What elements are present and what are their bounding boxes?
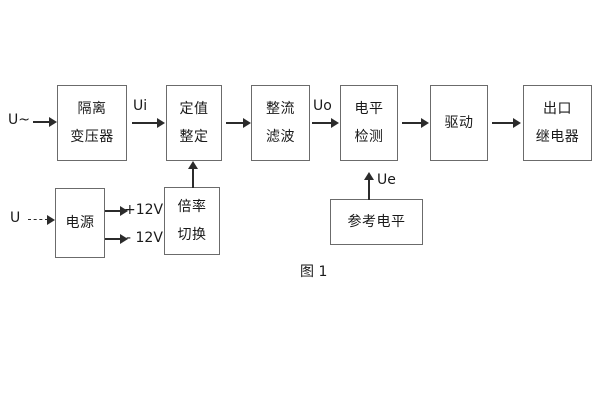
arrow-power-supply-rail-negative	[105, 234, 129, 244]
arrow-head	[120, 234, 128, 244]
arrow-head	[188, 161, 198, 169]
arrow-shaft	[492, 122, 514, 124]
rail-negative-12v-label: - 12V	[126, 230, 163, 246]
signal-uo-label: Uo	[313, 98, 332, 114]
block-reference-level-line1: 参考电平	[347, 214, 406, 230]
block-rectifier-filter-line1: 整流	[266, 101, 295, 117]
rail-positive-12v-label: +12V	[124, 202, 164, 218]
block-level-detection-line1: 电平	[354, 101, 384, 117]
block-rectifier-filter-line2: 滤波	[266, 129, 295, 145]
arrow-head	[157, 118, 165, 128]
arrow-input-to-isolation-transformer	[33, 117, 57, 127]
input-signal-u-label: U	[10, 210, 21, 226]
block-drive[interactable]: 驱动	[430, 85, 488, 161]
arrow-shaft	[33, 121, 50, 123]
block-level-detection-line2: 检测	[354, 129, 384, 145]
arrow-head	[47, 215, 55, 225]
block-isolation-transformer-line2: 变压器	[70, 129, 114, 145]
arrow-head	[513, 118, 521, 128]
arrow-head	[364, 172, 374, 180]
figure-caption: 图 1	[300, 264, 328, 280]
arrow-shaft	[226, 122, 244, 124]
arrow-shaft	[105, 238, 121, 240]
block-multiplier-switch-line1: 倍率	[177, 199, 207, 215]
block-rectifier-filter[interactable]: 整流 滤波	[251, 85, 310, 161]
block-setting-value[interactable]: 定值 整定	[166, 85, 222, 161]
block-isolation-transformer[interactable]: 隔离 变压器	[57, 85, 127, 161]
arrow-drive-to-output-relay	[492, 118, 522, 128]
block-reference-level[interactable]: 参考电平	[330, 199, 423, 245]
arrow-multiplier-switch-to-setting-value	[188, 161, 198, 188]
signal-ui-label: Ui	[133, 98, 148, 114]
block-setting-value-line1: 定值	[179, 101, 209, 117]
block-level-detection[interactable]: 电平 检测	[340, 85, 398, 161]
block-multiplier-switch-line2: 切换	[177, 227, 207, 243]
arrow-power-supply-rail-positive	[105, 206, 129, 216]
arrow-shaft	[368, 177, 370, 200]
signal-ue-label: Ue	[377, 172, 396, 188]
block-output-relay-line1: 出口	[543, 101, 572, 117]
block-power-supply[interactable]: 电源	[55, 188, 105, 258]
block-drive-line1: 驱动	[444, 115, 474, 131]
arrow-level-detection-to-drive	[402, 118, 430, 128]
arrow-shaft	[105, 210, 121, 212]
arrow-setting-value-to-rectifier-filter	[226, 118, 252, 128]
arrow-head	[243, 118, 251, 128]
arrow-shaft	[402, 122, 422, 124]
block-multiplier-switch[interactable]: 倍率 切换	[164, 187, 220, 255]
arrow-reference-level-to-level-detection	[364, 172, 374, 200]
arrow-shaft	[28, 219, 48, 220]
block-isolation-transformer-line1: 隔离	[77, 101, 107, 117]
arrow-rectifier-filter-to-level-detection	[312, 118, 340, 128]
arrow-head	[331, 118, 339, 128]
block-setting-value-line2: 整定	[179, 129, 209, 145]
arrow-shaft	[192, 166, 194, 188]
arrow-input-to-power-supply	[28, 215, 56, 225]
block-output-relay-line2: 继电器	[535, 129, 580, 145]
arrow-shaft	[132, 122, 158, 124]
block-power-supply-line1: 电源	[65, 215, 95, 231]
arrow-head	[120, 206, 128, 216]
input-signal-u-ac-label: U~	[8, 112, 30, 128]
block-output-relay[interactable]: 出口 继电器	[523, 85, 592, 161]
arrow-head	[49, 117, 57, 127]
arrow-head	[421, 118, 429, 128]
arrow-isolation-transformer-to-setting-value	[132, 118, 166, 128]
arrow-shaft	[312, 122, 332, 124]
